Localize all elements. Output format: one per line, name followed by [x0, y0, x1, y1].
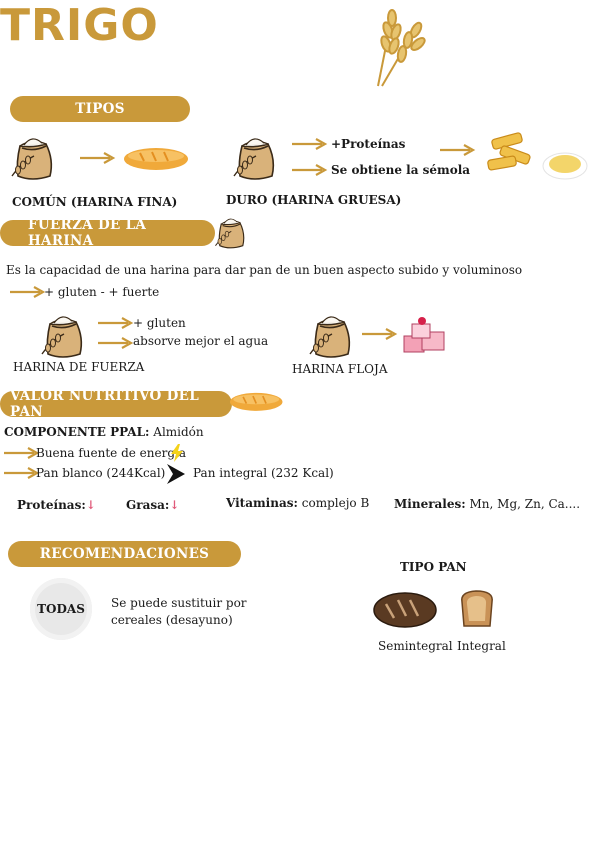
pasta-icon — [487, 132, 531, 171]
todas-badge: TODAS — [30, 578, 92, 640]
wheat-icon — [377, 9, 426, 87]
arrow-icon — [4, 467, 39, 480]
arrow-icon — [10, 286, 45, 299]
cake-icon — [403, 317, 445, 353]
harina-floja-label: HARINA FLOJA — [292, 362, 388, 376]
proteinas-item: Proteínas:↓ — [17, 498, 96, 512]
proteinas-text: +Proteínas — [331, 137, 406, 151]
fuerza-rule: + gluten - + fuerte — [44, 285, 160, 299]
componente-value: Almidón — [153, 425, 204, 439]
componente-line: COMPONENTE PPAL: Almidón — [4, 425, 204, 439]
arrow-icon — [80, 152, 115, 165]
semola-text: Se obtiene la sémola — [331, 163, 471, 177]
harina-fuerza-label: HARINA DE FUERZA — [13, 360, 145, 374]
flour-sack-icon — [233, 138, 275, 180]
bread-loaf-icon — [373, 592, 437, 628]
semintegral-label: Semintegral — [378, 639, 453, 653]
pan-integral-text: Pan integral (232 Kcal) — [193, 466, 334, 480]
energia-text: Buena fuente de energía — [36, 446, 187, 460]
arrow-icon — [98, 317, 133, 330]
section-tipos: TIPOS — [10, 96, 190, 122]
vitaminas-label: Vitaminas: — [226, 496, 298, 510]
arrow-icon — [292, 138, 327, 151]
vitaminas-value: complejo B — [301, 496, 370, 510]
baguette-icon — [230, 392, 284, 412]
absorbe-text: absorve mejor el agua — [133, 334, 269, 348]
flour-sack-icon — [11, 138, 53, 180]
comun-label: COMÚN (HARINA FINA) — [12, 195, 178, 209]
section-fuerza: FUERZA DE LA HARINA — [0, 217, 215, 249]
grasa-label: Grasa: — [126, 498, 170, 512]
flour-sack-icon — [41, 316, 83, 358]
proteinas-label: Proteínas: — [17, 498, 86, 512]
grasa-item: Grasa:↓ — [126, 498, 179, 512]
semolina-plate-icon — [542, 152, 588, 180]
minerales-value: Mn, Mg, Zn, Ca.... — [469, 497, 581, 511]
flour-sack-icon — [214, 218, 245, 249]
integral-label: Integral — [457, 639, 506, 653]
arrow-icon — [362, 328, 397, 341]
baguette-icon — [124, 147, 189, 171]
arrow-icon — [440, 144, 475, 157]
section-recomendaciones: RECOMENDACIONES — [8, 541, 241, 567]
down-arrow-icon: ↓ — [169, 498, 180, 512]
gluten-text: + gluten — [133, 316, 186, 330]
toast-icon — [461, 590, 493, 627]
arrow-icon — [4, 447, 39, 460]
recomendacion-line1: Se puede sustituir por — [111, 596, 247, 610]
arrow-icon — [98, 337, 133, 350]
minerales-item: Minerales: Mn, Mg, Zn, Ca.... — [394, 497, 580, 511]
section-valor: VALOR NUTRITIVO DEL PAN — [0, 388, 232, 420]
componente-label: COMPONENTE PPAL: — [4, 425, 150, 439]
down-arrow-icon: ↓ — [85, 498, 96, 512]
minerales-label: Minerales: — [394, 497, 466, 511]
tipo-pan-heading: TIPO PAN — [400, 560, 467, 574]
page-title: TRIGO — [0, 0, 159, 51]
duro-label: DURO (HARINA GRUESA) — [226, 193, 402, 207]
arrow-icon — [292, 164, 327, 177]
chevron-right-icon — [167, 464, 185, 484]
flour-sack-icon — [309, 316, 351, 358]
recomendacion-line2: cereales (desayuno) — [111, 613, 233, 627]
fuerza-definition: Es la capacidad de una harina para dar p… — [6, 263, 523, 277]
vitaminas-item: Vitaminas: complejo B — [226, 496, 369, 510]
lightning-icon — [171, 444, 183, 462]
pan-blanco-text: Pan blanco (244Kcal) — [36, 466, 166, 480]
